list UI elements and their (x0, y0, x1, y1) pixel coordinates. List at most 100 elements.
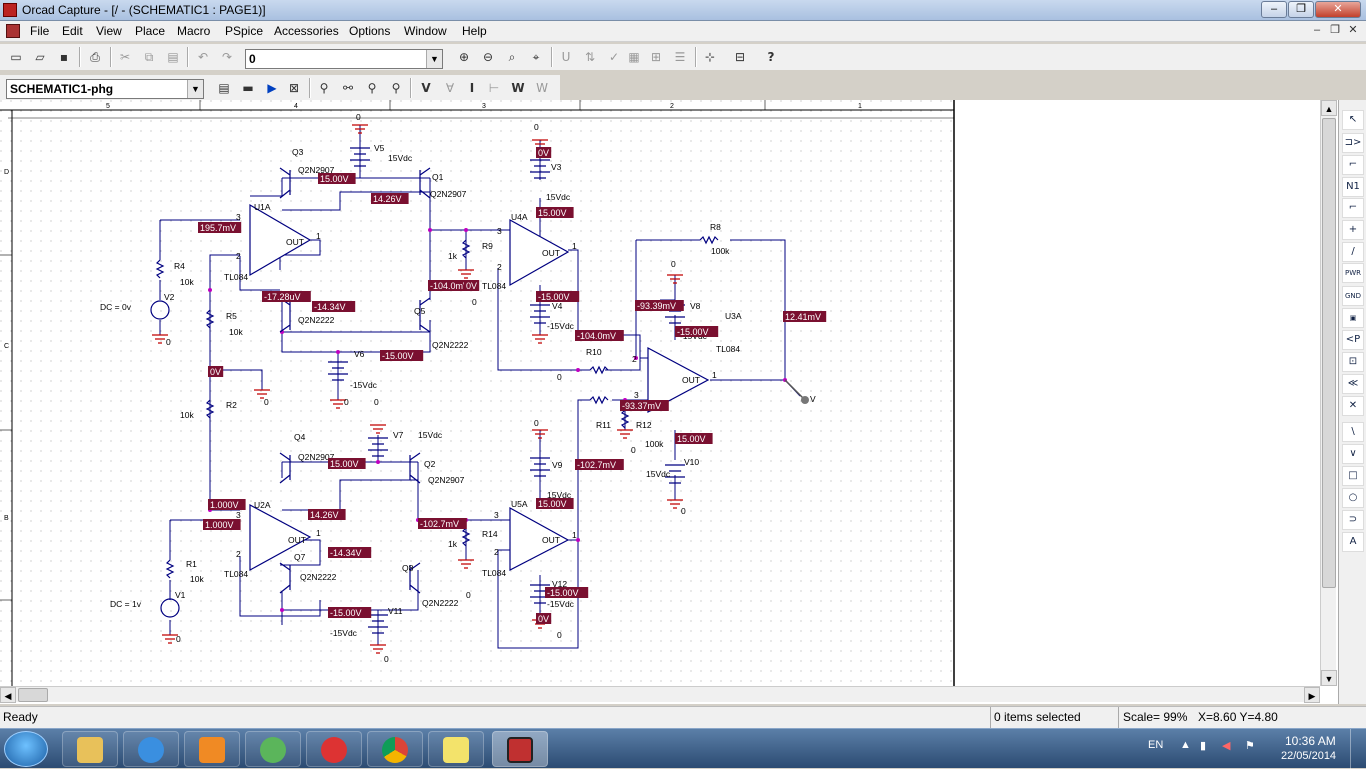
component-label[interactable]: OUT (286, 237, 304, 247)
component-label[interactable]: 15Vdc (546, 192, 571, 202)
show-selected-voltage-icon[interactable]: ∀ (445, 81, 455, 95)
component-label[interactable]: 10k (180, 410, 194, 420)
print-icon[interactable]: ⎙ (90, 50, 100, 64)
bill-of-materials-icon[interactable]: ☰ (674, 50, 686, 64)
voltage-tag[interactable]: -14.34V (312, 301, 356, 312)
menu-pspice[interactable]: PSpice (225, 24, 264, 38)
component-label[interactable]: 1k (448, 539, 458, 549)
component-label[interactable]: V9 (552, 460, 563, 470)
voltage-tag[interactable]: 15.00V (536, 207, 574, 218)
show-hidden-icons-icon[interactable]: ▲ (1180, 739, 1191, 751)
component-label[interactable]: V1 (175, 590, 186, 600)
component-label[interactable]: 100k (645, 439, 664, 449)
network-icon[interactable]: ▮ (1200, 740, 1207, 752)
view-simulation-results-icon[interactable]: ⊠ (288, 81, 300, 95)
component-label[interactable]: Q2N2907 (298, 165, 335, 175)
component-label[interactable]: Q4 (294, 432, 306, 442)
component-label[interactable]: TL084 (716, 344, 740, 354)
component-label[interactable]: Q5 (414, 306, 426, 316)
place-bus-icon[interactable]: ⌐ (1342, 198, 1364, 218)
current-marker-probe-icon[interactable]: ⚲ (367, 81, 377, 95)
component-label[interactable]: Q2N2907 (298, 452, 335, 462)
voltage-marker-probe-icon[interactable]: ⚲ (319, 81, 329, 95)
back-annotate-icon[interactable]: ⇅ (584, 50, 596, 64)
orcad-app-icon[interactable] (3, 3, 17, 17)
component-label[interactable]: 0 (671, 259, 676, 269)
component-label[interactable]: R9 (482, 241, 493, 251)
scroll-down-icon[interactable]: ▼ (1321, 670, 1337, 686)
component-label[interactable]: 3 (236, 212, 241, 222)
menu-window[interactable]: Window (404, 24, 447, 38)
component-label[interactable]: 1k (448, 251, 458, 261)
taskbar-ie[interactable] (123, 731, 179, 767)
enable-bias-voltage-display-icon[interactable]: V (421, 81, 431, 95)
component-label[interactable]: V3 (551, 162, 562, 172)
component-label[interactable]: 15Vdc (388, 153, 413, 163)
menu-view[interactable]: View (96, 24, 122, 38)
zoom-area-icon[interactable]: ⌕ (508, 50, 516, 64)
redo-icon[interactable]: ↷ (221, 50, 233, 64)
menu-accessories[interactable]: Accessories (274, 24, 339, 38)
vertical-scrollbar[interactable]: ▲ ▼ (1320, 100, 1337, 686)
component-label[interactable]: OUT (682, 375, 700, 385)
voltage-tag[interactable]: 0V (464, 280, 480, 291)
component-label[interactable]: -15Vdc (350, 380, 378, 390)
show-desktop-button[interactable] (1350, 729, 1366, 769)
place-rectangle-icon[interactable]: □ (1342, 466, 1364, 486)
taskbar-media-player[interactable] (184, 731, 240, 767)
component-label[interactable]: TL084 (482, 281, 506, 291)
enable-bias-power-display-icon[interactable]: W (511, 81, 525, 95)
place-port-icon[interactable]: <P (1342, 330, 1364, 350)
component-label[interactable]: 100k (711, 246, 730, 256)
component-label[interactable]: Q2N2222 (432, 340, 469, 350)
help-icon[interactable]: ? (767, 50, 775, 64)
component-label[interactable]: 0 (557, 372, 562, 382)
component-label[interactable]: TL084 (224, 569, 248, 579)
component-label[interactable]: V12 (552, 579, 567, 589)
maximize-button[interactable]: ❐ (1288, 1, 1314, 18)
open-icon[interactable]: ▱ (35, 50, 45, 64)
voltage-differential-marker-icon[interactable]: ⚯ (342, 81, 354, 95)
taskbar-sticky-notes[interactable] (428, 731, 484, 767)
component-label[interactable]: DC = 1v (110, 599, 142, 609)
taskbar-picasa[interactable] (306, 731, 362, 767)
voltage-tag[interactable]: -15.00V (536, 291, 580, 302)
component-label[interactable]: 0 (356, 112, 361, 122)
component-label[interactable]: 0 (176, 634, 181, 644)
menu-macro[interactable]: Macro (177, 24, 211, 38)
place-off-page-connector-icon[interactable]: ≪ (1342, 374, 1364, 394)
copy-icon[interactable]: ⧉ (144, 50, 154, 64)
component-label[interactable]: R11 (596, 420, 611, 430)
component-label[interactable]: 1 (316, 528, 321, 538)
project-manager-icon[interactable]: ⊟ (734, 50, 746, 64)
voltage-tag[interactable]: -104.0mV (428, 280, 477, 291)
zoom-in-icon[interactable]: ⊕ (458, 50, 470, 64)
voltage-tag[interactable]: 195.7mV (198, 222, 242, 233)
schematic-combo[interactable]: SCHEMATIC1-phg ▼ (6, 79, 204, 99)
component-label[interactable]: V11 (388, 606, 403, 616)
component-label[interactable]: 10k (180, 277, 194, 287)
voltage-tag[interactable]: -15.00V (545, 587, 589, 598)
component-label[interactable]: V2 (164, 292, 175, 302)
component-label[interactable]: 0 (466, 590, 471, 600)
place-net-alias-icon[interactable]: N1 (1342, 177, 1364, 197)
voltage-tag[interactable]: 0V (536, 147, 552, 158)
component-label[interactable]: V10 (684, 457, 699, 467)
clock-date[interactable]: 22/05/2014 (1281, 750, 1337, 762)
voltage-tag[interactable]: 14.26V (308, 509, 346, 520)
component-label[interactable]: 3 (497, 226, 502, 236)
voltage-tag[interactable]: 15.00V (318, 173, 356, 184)
voltage-tag[interactable]: 0V (208, 366, 224, 377)
taskbar-messenger[interactable] (245, 731, 301, 767)
scroll-left-icon[interactable]: ◀ (0, 687, 16, 703)
action-center-icon[interactable]: ⚑ (1245, 740, 1255, 752)
run-icon[interactable]: ▶ (267, 81, 277, 95)
place-line-icon[interactable]: \ (1342, 422, 1364, 442)
voltage-tag[interactable]: -104.0mV (575, 330, 624, 341)
component-label[interactable]: V8 (690, 301, 701, 311)
component-label[interactable]: 3 (494, 510, 499, 520)
place-text-icon[interactable]: A (1342, 532, 1364, 552)
component-label[interactable]: Q2N2907 (428, 475, 465, 485)
drc-icon[interactable]: ✓ (608, 50, 620, 64)
edit-simulation-settings-icon[interactable]: ▬ (242, 81, 254, 95)
